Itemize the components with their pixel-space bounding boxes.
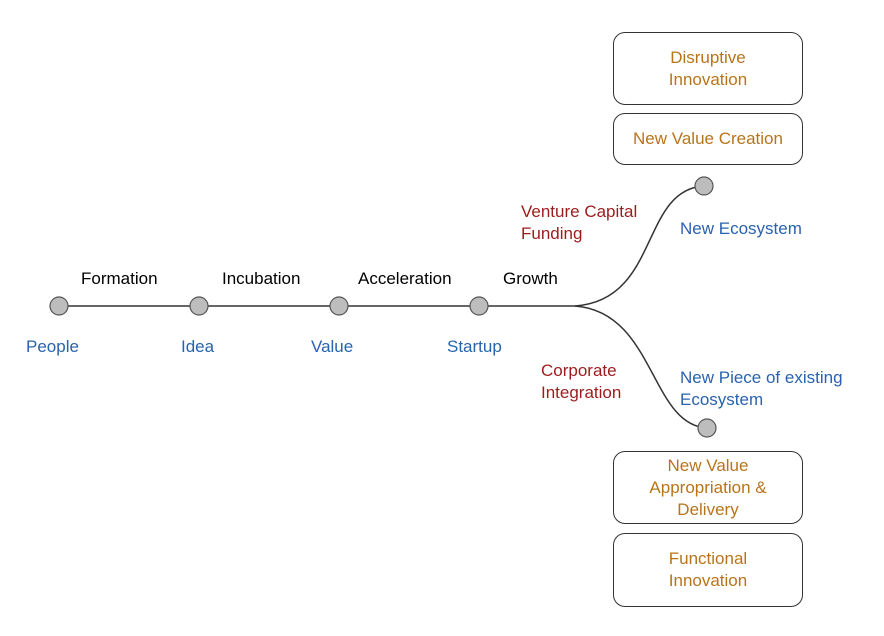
existing-ecosystem-line-2: Ecosystem: [680, 390, 764, 409]
existing-ecosystem-label: New Piece of existing Ecosystem: [680, 367, 843, 411]
box-functional-innovation: Functional Innovation: [613, 533, 803, 607]
node-people-label: People: [26, 337, 79, 356]
corporate-integration-line-1: Corporate: [541, 361, 617, 380]
corporate-integration-label: Corporate Integration: [541, 360, 621, 404]
node-idea: [189, 296, 209, 316]
new-ecosystem-label: New Ecosystem: [680, 219, 802, 238]
venture-capital-line-1: Venture Capital: [521, 202, 638, 221]
box-appropriation-line-3: Delivery: [677, 499, 739, 519]
box-appropriation-line-1: New Value: [667, 455, 749, 475]
box-new-value-appropriation: New Value Appropriation & Delivery: [613, 451, 803, 524]
existing-ecosystem-line-1: New Piece of existing: [680, 368, 843, 387]
box-appropriation-line-2: Appropriation &: [649, 477, 767, 497]
box-disruptive-line-2: Innovation: [668, 69, 748, 89]
node-startup: [469, 296, 489, 316]
stage-incubation-label: Incubation: [222, 269, 301, 288]
box-new-value-creation: New Value Creation: [613, 113, 803, 165]
node-idea-label: Idea: [181, 337, 215, 356]
box-new-value-creation-text: New Value Creation: [633, 129, 783, 148]
branch-lower-curve: [574, 305, 708, 429]
venture-capital-line-2: Funding: [521, 224, 583, 243]
stage-acceleration-label: Acceleration: [358, 269, 452, 288]
corporate-integration-line-2: Integration: [541, 383, 622, 402]
branch-upper-curve: [574, 185, 705, 307]
node-new-ecosystem: [694, 176, 714, 196]
node-startup-label: Startup: [447, 337, 502, 356]
box-disruptive-line-1: Disruptive: [670, 47, 746, 67]
stage-formation-label: Formation: [81, 269, 158, 288]
box-functional-line-1: Functional: [668, 549, 748, 568]
node-value-label: Value: [311, 337, 354, 356]
box-disruptive-innovation: Disruptive Innovation: [613, 32, 803, 105]
node-people: [49, 296, 69, 316]
venture-capital-funding-label: Venture Capital Funding: [521, 201, 637, 245]
box-functional-line-2: Innovation: [668, 571, 748, 590]
node-existing-ecosystem: [697, 418, 717, 438]
node-value: [329, 296, 349, 316]
stage-growth-label: Growth: [503, 269, 558, 288]
